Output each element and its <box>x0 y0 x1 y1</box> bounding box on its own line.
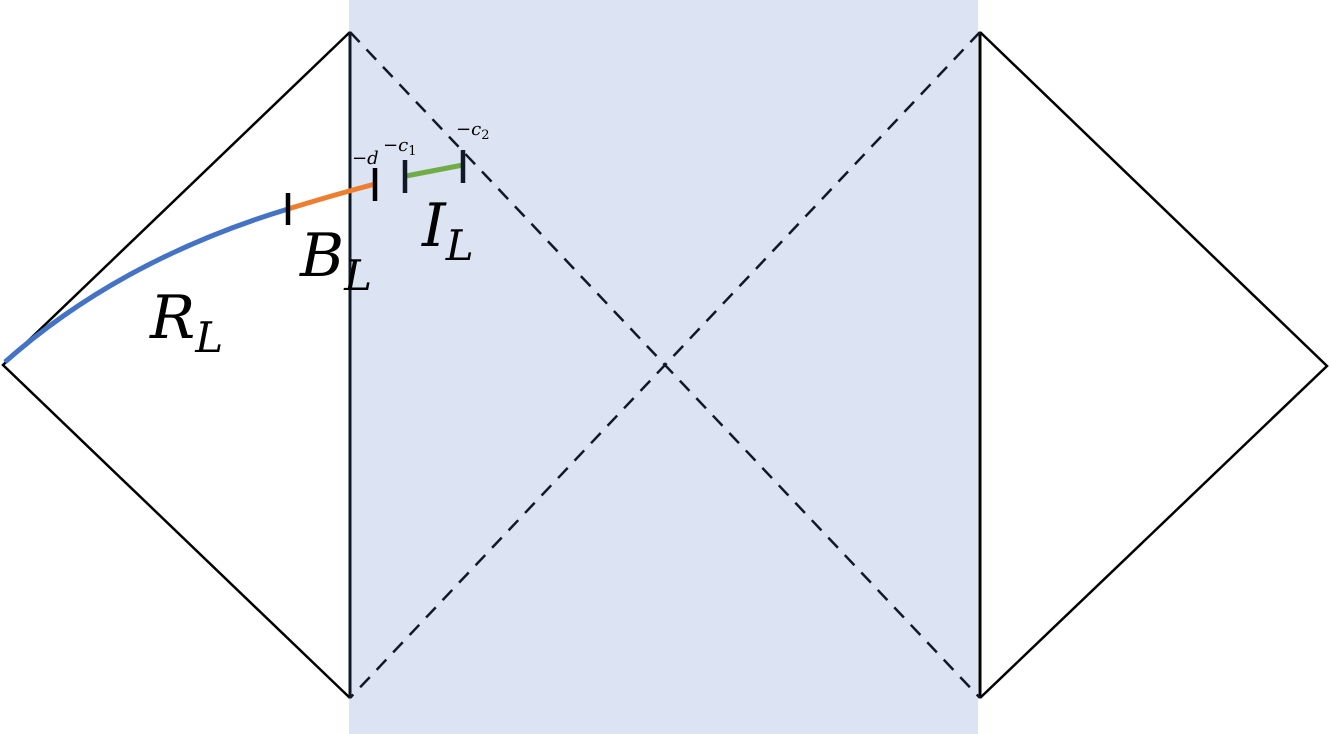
right-diamond-outline <box>979 31 1329 699</box>
island-segment-I <box>405 162 464 179</box>
left-diamond-outline <box>1 31 351 699</box>
label-I: IL <box>421 191 474 270</box>
tick-label-minus-c2: −c2 <box>456 119 489 143</box>
label-B: BL <box>299 221 372 300</box>
tick-label-minus-c1: −c1 <box>383 135 416 159</box>
horizon-dashed-line-2 <box>349 31 981 699</box>
tick-label-minus-d: −d <box>352 148 379 169</box>
label-R: RL <box>149 283 223 362</box>
radiation-segment-R <box>3 206 289 364</box>
bath-segment-B <box>287 181 376 212</box>
